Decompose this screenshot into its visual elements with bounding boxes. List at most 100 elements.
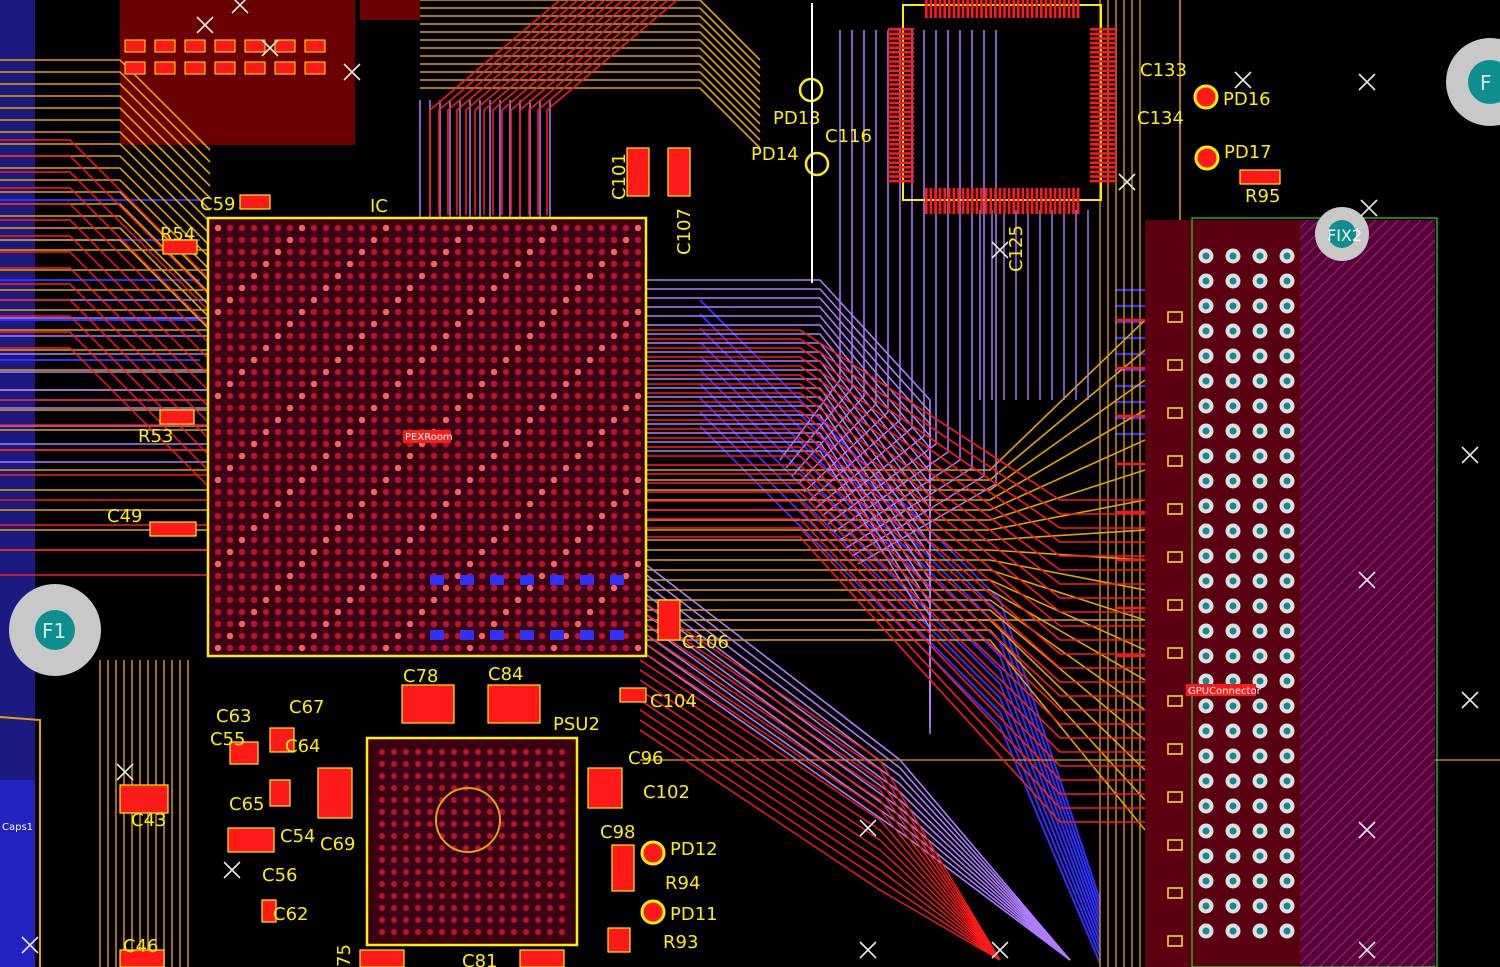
bga-ball bbox=[358, 440, 366, 448]
label-r94: R94 bbox=[665, 873, 700, 894]
bga-ball bbox=[478, 644, 486, 652]
bga-ball bbox=[334, 284, 342, 292]
bga-ball bbox=[418, 332, 426, 340]
bga-ball bbox=[634, 332, 642, 340]
bga-ball bbox=[382, 536, 390, 544]
psu2-bga[interactable]: PSU2 bbox=[365, 714, 600, 947]
bga-ball bbox=[442, 308, 450, 316]
bga-ball bbox=[610, 476, 618, 484]
bga-ball bbox=[226, 404, 234, 412]
bga-ball bbox=[574, 452, 582, 460]
red-trace bbox=[0, 235, 211, 377]
gpu-pin-drill bbox=[1283, 502, 1291, 510]
bga-ball bbox=[262, 428, 270, 436]
bga-ball bbox=[406, 404, 414, 412]
qfp-pin bbox=[888, 166, 914, 169]
qfp-pin bbox=[943, 0, 946, 18]
bga-ball bbox=[286, 404, 294, 412]
bga-ball bbox=[346, 524, 354, 532]
bga-ball bbox=[562, 440, 570, 448]
bga-ball bbox=[262, 584, 270, 592]
psu-ball bbox=[487, 869, 493, 875]
gpu-pin-drill bbox=[1256, 877, 1264, 885]
bga-ball bbox=[502, 512, 510, 520]
psu-ball bbox=[439, 821, 445, 827]
pd17-testpoint[interactable] bbox=[1194, 145, 1220, 171]
gpu-pin-drill bbox=[1229, 502, 1237, 510]
bga-ball bbox=[334, 560, 342, 568]
bga-ball bbox=[502, 500, 510, 508]
pd14-testpoint[interactable] bbox=[804, 151, 830, 177]
bga-ball bbox=[634, 284, 642, 292]
bga-ball bbox=[598, 344, 606, 352]
main-bga-ic[interactable]: IC PEXRoom bbox=[206, 196, 648, 658]
gpu-pin-drill bbox=[1283, 877, 1291, 885]
psu-ball bbox=[547, 929, 553, 935]
pd11-testpoint[interactable] bbox=[640, 899, 666, 925]
bga-ball bbox=[538, 236, 546, 244]
bga-ball bbox=[250, 236, 258, 244]
psu-ball bbox=[559, 773, 565, 779]
qfp-ic[interactable] bbox=[888, 0, 1116, 214]
pd16-testpoint[interactable] bbox=[1193, 84, 1219, 110]
bga-ball bbox=[226, 320, 234, 328]
bga-ball bbox=[562, 584, 570, 592]
bga-ball bbox=[574, 416, 582, 424]
bga-ball bbox=[406, 644, 414, 652]
fix2-mounting-hole[interactable]: FIX2 bbox=[1315, 207, 1369, 261]
bga-ball bbox=[238, 296, 246, 304]
bga-ball bbox=[310, 620, 318, 628]
red-trace bbox=[429, 0, 561, 215]
red-trace bbox=[438, 0, 570, 215]
bga-ball bbox=[466, 584, 474, 592]
bga-ball bbox=[490, 380, 498, 388]
bga-ball bbox=[478, 296, 486, 304]
cluster-pad bbox=[184, 61, 206, 75]
gpu-connector[interactable]: GPUConnector bbox=[1145, 217, 1438, 967]
bga-ball bbox=[586, 236, 594, 244]
bga-ball bbox=[298, 488, 306, 496]
bga-ball bbox=[238, 392, 246, 400]
bga-ball bbox=[250, 536, 258, 544]
bga-ball bbox=[538, 500, 546, 508]
psu-ball bbox=[499, 809, 505, 815]
red-trace bbox=[640, 473, 1145, 725]
bga-ball bbox=[478, 248, 486, 256]
bga-ball bbox=[286, 428, 294, 436]
bga-ball bbox=[226, 632, 234, 640]
qfp-pin bbox=[888, 101, 914, 105]
psu-ball bbox=[439, 893, 445, 899]
fix3-mounting-hole[interactable]: F bbox=[1446, 38, 1500, 126]
bga-ball bbox=[502, 248, 510, 256]
bga-ball bbox=[442, 560, 450, 568]
bga-ball bbox=[538, 308, 546, 316]
label-pd16: PD16 bbox=[1223, 89, 1271, 110]
bga-ball bbox=[286, 584, 294, 592]
psu-ball bbox=[403, 905, 409, 911]
bga-ball bbox=[262, 332, 270, 340]
bga-ball bbox=[286, 500, 294, 508]
label-r54: R54 bbox=[160, 224, 195, 245]
bga-ball bbox=[394, 404, 402, 412]
psu-ball bbox=[511, 785, 517, 791]
bga-ball bbox=[334, 296, 342, 304]
bga-ball bbox=[310, 224, 318, 232]
bga-ball bbox=[250, 524, 258, 532]
label-pd13: PD13 bbox=[773, 108, 821, 129]
bga-ball bbox=[466, 332, 474, 340]
bga-ball bbox=[622, 260, 630, 268]
bga-ball bbox=[370, 248, 378, 256]
qfp-pin bbox=[957, 0, 960, 18]
pd12-testpoint[interactable] bbox=[640, 840, 666, 866]
label-c133: C133 bbox=[1140, 60, 1187, 81]
qfp-ic-pins bbox=[888, 0, 1116, 214]
psu-ball bbox=[379, 833, 385, 839]
psu-ball bbox=[487, 845, 493, 851]
fix1-mounting-hole[interactable]: F1 bbox=[9, 584, 101, 676]
bga-ball bbox=[358, 296, 366, 304]
bga-ball bbox=[454, 644, 462, 652]
bga-ball bbox=[634, 272, 642, 280]
bga-ball bbox=[634, 344, 642, 352]
bga-bottom-pad bbox=[610, 630, 624, 640]
